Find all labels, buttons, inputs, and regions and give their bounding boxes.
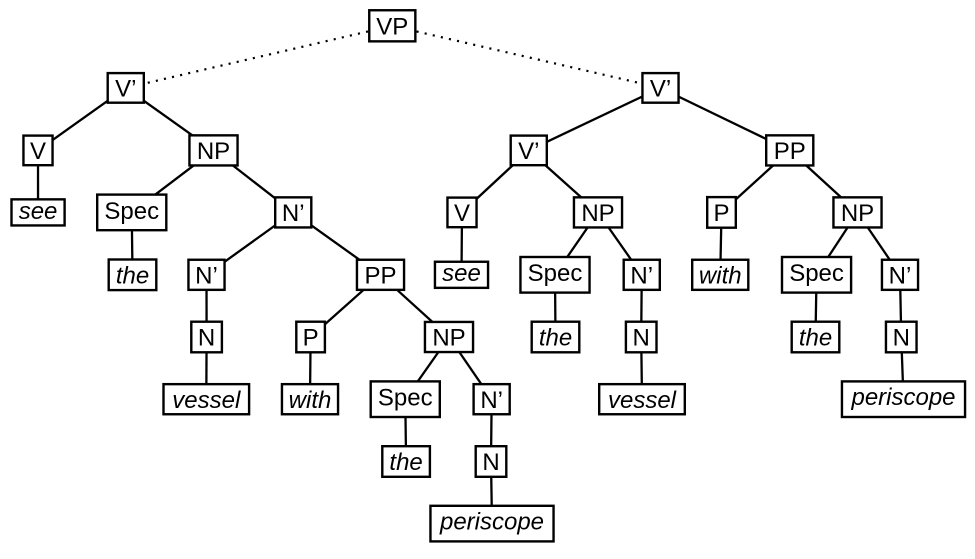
svg-text:V’: V’ — [518, 138, 539, 165]
svg-text:V: V — [30, 138, 46, 165]
svg-text:periscope: periscope — [439, 509, 544, 536]
svg-text:periscope: periscope — [850, 384, 955, 411]
svg-text:V: V — [454, 200, 470, 227]
svg-text:P: P — [713, 200, 729, 227]
svg-text:N’: N’ — [480, 387, 503, 414]
svg-text:with: with — [289, 387, 332, 414]
svg-text:Spec: Spec — [528, 260, 583, 287]
svg-text:the: the — [539, 325, 572, 352]
svg-text:V’: V’ — [650, 76, 671, 103]
svg-text:VP: VP — [376, 14, 408, 41]
svg-text:PP: PP — [364, 263, 396, 290]
svg-text:vessel: vessel — [172, 387, 241, 414]
svg-text:NP: NP — [197, 138, 230, 165]
svg-text:Spec: Spec — [104, 198, 159, 225]
svg-text:see: see — [19, 198, 58, 225]
svg-text:with: with — [699, 262, 742, 289]
svg-text:N’: N’ — [195, 263, 218, 290]
svg-text:N: N — [633, 325, 650, 352]
svg-text:NP: NP — [581, 200, 614, 227]
svg-text:the: the — [799, 325, 832, 352]
svg-text:P: P — [303, 325, 319, 352]
svg-text:N’: N’ — [630, 263, 653, 290]
svg-text:N: N — [482, 449, 499, 476]
svg-text:Spec: Spec — [789, 260, 844, 287]
svg-text:the: the — [389, 449, 422, 476]
svg-text:N’: N’ — [282, 200, 305, 227]
svg-text:NP: NP — [841, 200, 874, 227]
svg-text:V’: V’ — [115, 76, 136, 103]
svg-text:Spec: Spec — [378, 385, 433, 412]
svg-text:N: N — [893, 325, 910, 352]
svg-text:N’: N’ — [889, 263, 912, 290]
svg-text:NP: NP — [432, 325, 465, 352]
svg-text:see: see — [442, 260, 481, 287]
svg-text:PP: PP — [774, 138, 806, 165]
svg-text:the: the — [116, 262, 149, 289]
svg-text:vessel: vessel — [608, 387, 677, 414]
svg-text:N: N — [198, 325, 215, 352]
